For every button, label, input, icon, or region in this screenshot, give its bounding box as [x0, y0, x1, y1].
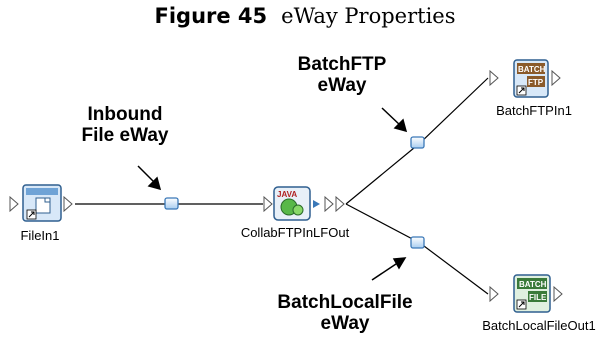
output-port-icon: [553, 285, 563, 303]
input-port-icon: [9, 195, 19, 213]
figure-number: Figure 45: [154, 4, 268, 28]
java-badge-text: JAVA: [277, 190, 297, 199]
arrow-right-icon: [313, 200, 320, 208]
node-label-filein1: FileIn1: [20, 228, 60, 243]
output-port-icon: [63, 195, 73, 213]
arrowhead: [147, 176, 162, 191]
input-port-icon: [489, 69, 499, 87]
callout-arrows: [137, 107, 408, 281]
batch-badge-text: BATCH: [518, 65, 546, 74]
link-collab-to-batchlocalfile[interactable]: [345, 203, 489, 295]
callout-inbound-file-eway: Inbound File eWay: [81, 104, 169, 146]
node-batchftpin1[interactable]: BATCH FTP: [489, 59, 561, 98]
node-label-batchlocalfileout1: BatchLocalFileOut1: [482, 318, 596, 333]
arrowhead: [393, 118, 408, 133]
node-collab[interactable]: JAVA: [263, 186, 345, 221]
batchlocalfile-eway-connector[interactable]: [410, 236, 425, 249]
output-port-icon: [324, 195, 334, 213]
callout-batchftp-eway: BatchFTP eWay: [297, 54, 387, 96]
eway-connectors: [164, 136, 425, 249]
input-port-icon: [489, 285, 499, 303]
figure-caption: Figure 45 eWay Properties: [0, 4, 610, 28]
node-batchlocalfileout1[interactable]: BATCH FILE: [489, 274, 563, 313]
ftp-badge-text: FTP: [528, 78, 544, 87]
node-filein1[interactable]: [9, 184, 73, 222]
batch-badge-text: BATCH: [519, 280, 547, 289]
figure-title: eWay Properties: [281, 4, 456, 28]
output-port-icon: [335, 195, 345, 213]
node-label-batchftpin1: BatchFTPIn1: [496, 103, 572, 118]
node-label-collab: CollabFTPInLFOut: [240, 225, 350, 240]
inbound-file-eway-connector[interactable]: [164, 197, 179, 210]
output-port-icon: [551, 69, 561, 87]
input-port-icon: [263, 195, 273, 213]
callout-batchlocalfile-eway: BatchLocalFile eWay: [277, 292, 413, 334]
file-badge-text: FILE: [529, 293, 547, 302]
arrowhead: [392, 257, 407, 270]
batchftp-eway-connector[interactable]: [410, 136, 425, 149]
